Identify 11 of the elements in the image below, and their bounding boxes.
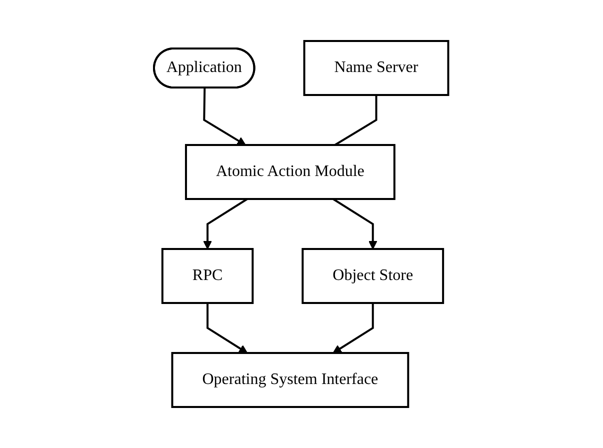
arrow [206, 303, 248, 354]
arrow [333, 303, 374, 354]
node-box: Object Store [302, 248, 444, 304]
node-box: Name Server [304, 40, 450, 96]
arrow [204, 88, 246, 146]
arrow [332, 198, 378, 250]
node-box: Atomic Action Module [185, 144, 396, 200]
node-box: RPC [162, 248, 254, 304]
arrow [204, 198, 248, 250]
node-box: Operating System Interface [172, 352, 410, 408]
connector [334, 95, 378, 146]
